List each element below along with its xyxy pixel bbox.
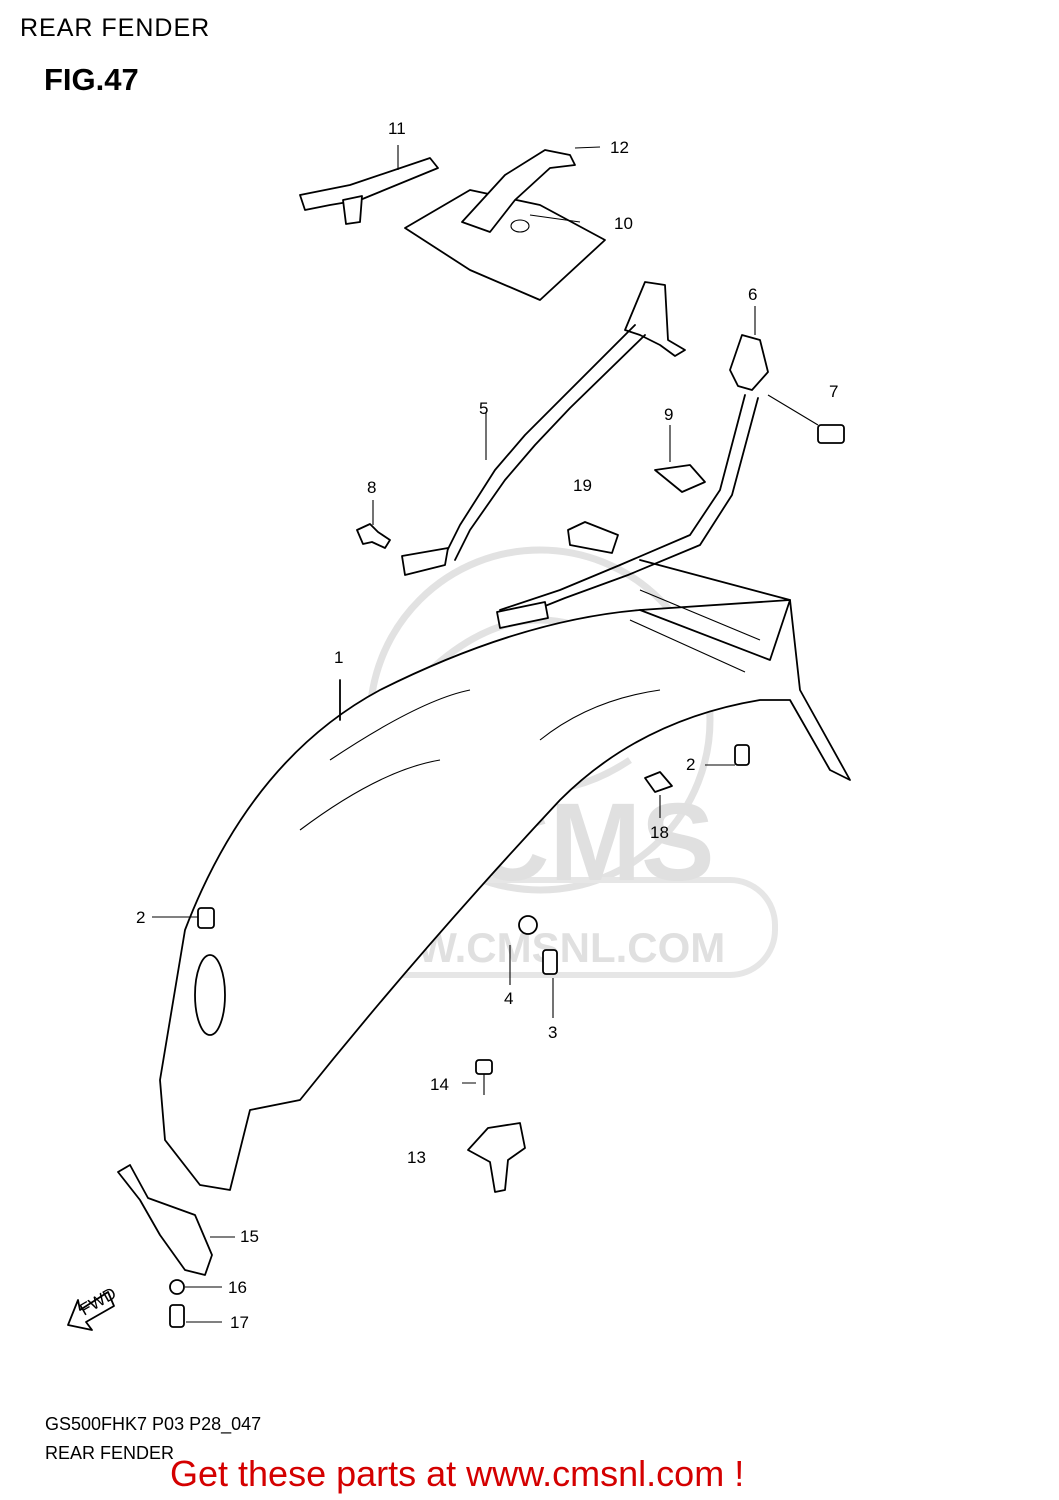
fwd-arrow: FWD	[67, 1284, 120, 1331]
callout-6: 6	[748, 285, 757, 304]
part-7-bolt	[767, 394, 845, 444]
callout-1: 1	[334, 648, 343, 667]
part-14-bolt	[462, 1059, 493, 1095]
part-2-bolt-upper	[705, 744, 750, 766]
part-11-strap	[299, 145, 439, 225]
promo-link[interactable]: Get these parts at www.cmsnl.com !	[170, 1453, 745, 1494]
callout-8: 8	[367, 478, 376, 497]
part-2-bolt-left	[152, 907, 215, 929]
part-4-nut	[509, 915, 538, 985]
callout-15: 15	[240, 1227, 259, 1246]
callout-17: 17	[230, 1313, 249, 1332]
callout-14: 14	[430, 1075, 449, 1094]
callout-11: 11	[388, 119, 406, 138]
callout-9: 9	[664, 405, 673, 424]
page-header: REAR FENDER	[20, 14, 211, 42]
part-1-fender	[159, 559, 851, 1191]
callout-labels: 1 2 2 3 4 5 6 7 8 9 10 11 12 13 14 15 16…	[136, 119, 838, 1332]
callout-13: 13	[407, 1148, 426, 1167]
part-18-pad	[644, 771, 673, 818]
callout-19: 19	[573, 476, 592, 495]
diagram-code: GS500FHK7 P03 P28_047	[45, 1414, 262, 1434]
part-12-strap	[461, 146, 601, 233]
callout-2-left: 2	[136, 908, 145, 927]
part-6-bracket	[496, 306, 769, 629]
part-17-bolt	[169, 1304, 222, 1328]
callout-5: 5	[479, 399, 488, 418]
callout-3: 3	[548, 1023, 557, 1042]
callout-18: 18	[650, 823, 669, 842]
callout-10: 10	[614, 214, 633, 233]
part-3-bolt	[542, 949, 558, 1018]
part-8-bolt	[356, 500, 391, 549]
part-16-nut	[169, 1279, 222, 1295]
callout-16: 16	[228, 1278, 247, 1297]
callout-7: 7	[829, 382, 838, 401]
callout-2-upper: 2	[686, 755, 695, 774]
part-9-plate	[654, 425, 706, 493]
part-10-pad	[404, 189, 606, 301]
callout-12: 12	[610, 138, 629, 157]
part-13-clamp	[467, 1122, 526, 1193]
diagram-caption: REAR FENDER	[45, 1443, 175, 1463]
part-5-bracket	[401, 281, 686, 576]
part-15-bracket	[117, 1164, 235, 1276]
figure-number: FIG.47	[44, 62, 139, 97]
part-19-pad	[567, 521, 619, 554]
callout-4: 4	[504, 989, 513, 1008]
